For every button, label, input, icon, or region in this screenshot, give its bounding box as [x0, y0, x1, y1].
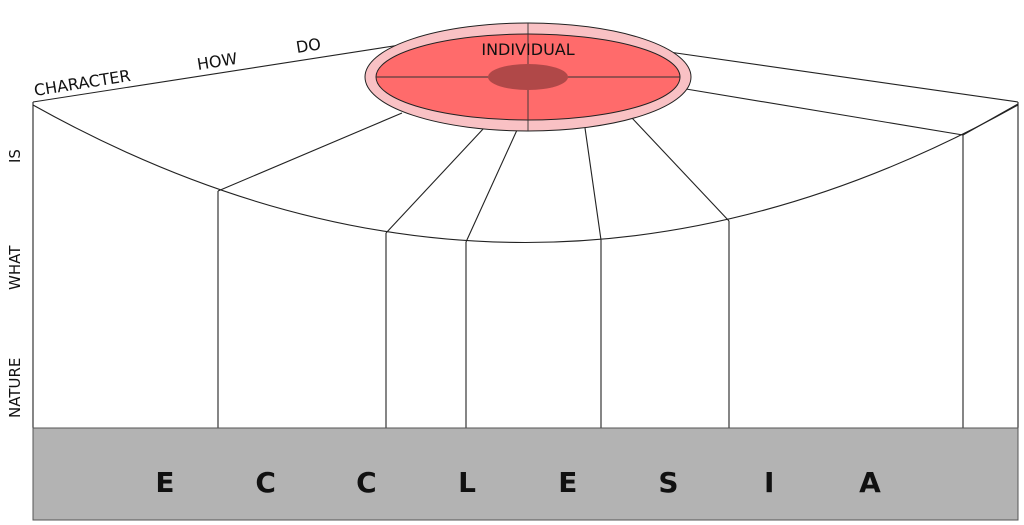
label-what: WHAT: [6, 245, 24, 290]
ellipse-core: [488, 64, 568, 90]
connector-7: [962, 103, 1019, 136]
connector-4: [584, 127, 602, 241]
connector-3: [465, 129, 518, 243]
ecclesia-letter: I: [764, 466, 774, 499]
connector-6: [679, 87, 964, 136]
ecclesia-letter: A: [859, 466, 881, 499]
ecclesia-letter: C: [356, 466, 377, 499]
top-left-edge: [32, 44, 401, 103]
individual-ellipse: INDIVIDUAL: [364, 22, 692, 132]
label-nature: NATURE: [6, 358, 24, 418]
lower-arc: [32, 104, 1019, 243]
ecclesia-letter: S: [658, 466, 678, 499]
ecclesia-letter: L: [458, 466, 476, 499]
individual-label: INDIVIDUAL: [481, 40, 574, 59]
ecclesia-letter: E: [558, 466, 577, 499]
label-do: DO: [295, 34, 323, 57]
ecclesia-base: [32, 427, 1019, 521]
ecclesia-letter: E: [155, 466, 174, 499]
connector-2: [385, 127, 485, 234]
label-how: HOW: [196, 49, 239, 74]
connector-5: [631, 117, 730, 222]
top-right-edge: [654, 49, 1019, 103]
ecclesia-letter: C: [255, 466, 276, 499]
connector-1: [217, 112, 403, 192]
label-is: IS: [6, 149, 24, 163]
